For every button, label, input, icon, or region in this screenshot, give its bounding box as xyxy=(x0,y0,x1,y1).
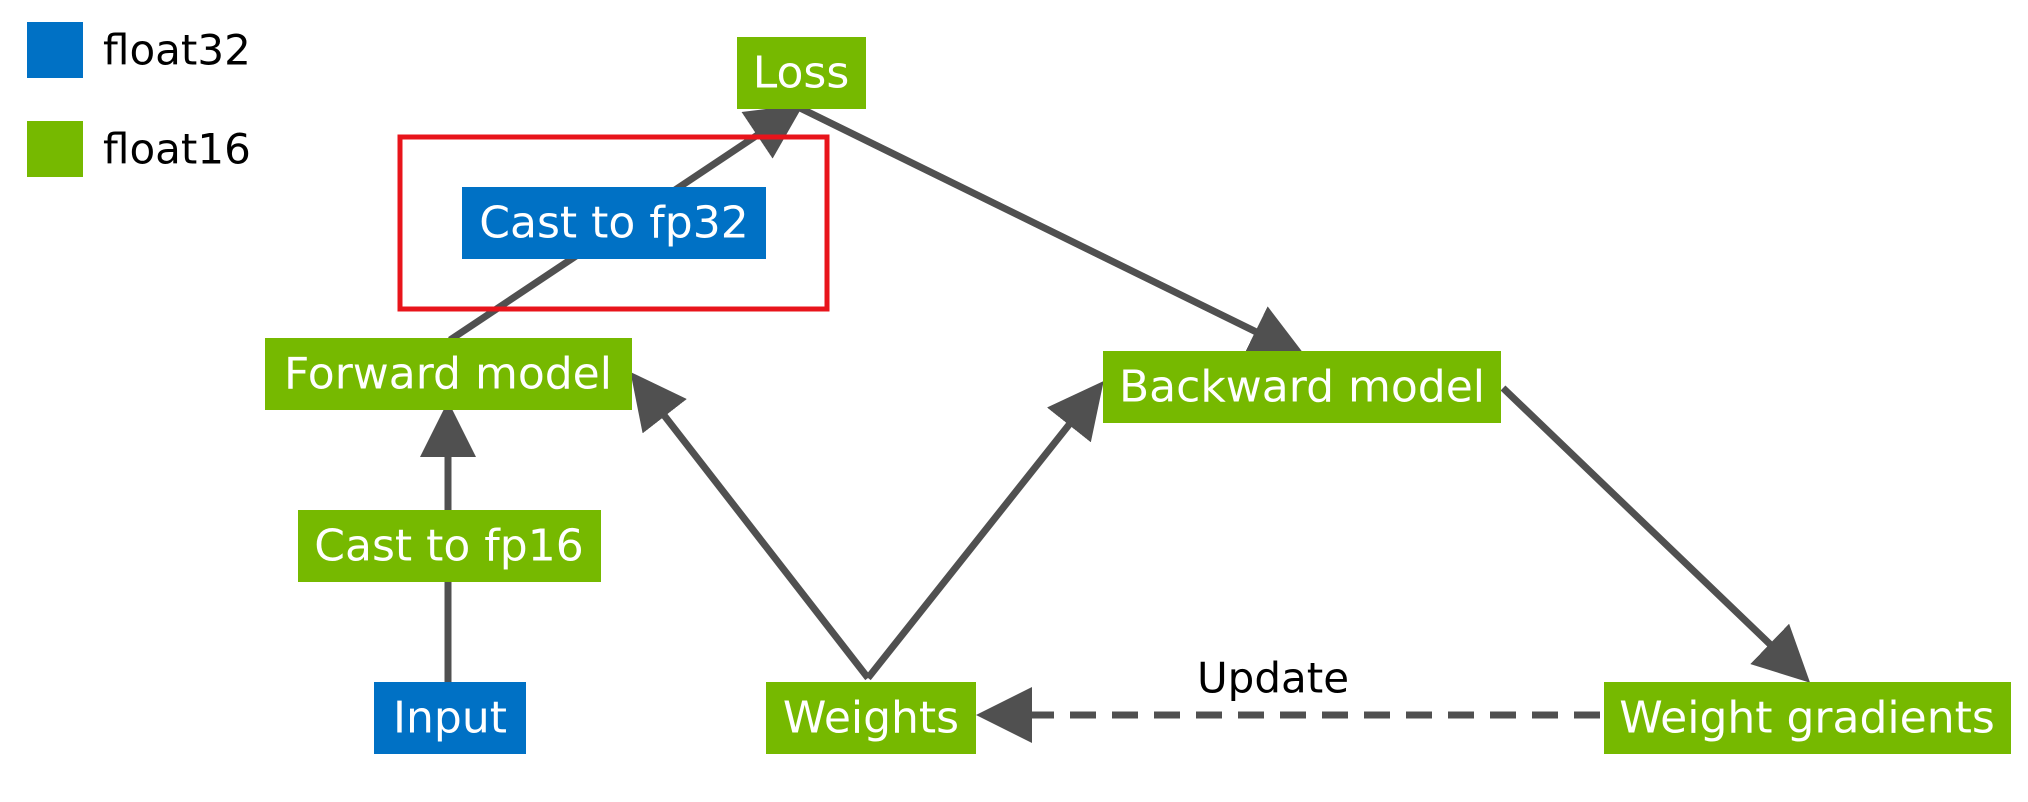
edges: Update xyxy=(420,104,1811,743)
node-input: Input xyxy=(374,682,526,754)
node-backward-model-label: Backward model xyxy=(1119,362,1485,413)
legend-label-float32: float32 xyxy=(103,26,251,75)
legend-label-float16: float16 xyxy=(103,125,251,174)
node-backward-model: Backward model xyxy=(1103,351,1501,423)
node-input-label: Input xyxy=(393,693,507,744)
node-weights: Weights xyxy=(766,682,976,754)
node-weight-gradients-label: Weight gradients xyxy=(1619,693,1995,744)
edge-weights-to-forward xyxy=(630,371,871,681)
edge-loss-to-backward xyxy=(798,104,1306,357)
legend-swatch-float16 xyxy=(27,121,83,177)
node-loss-label: Loss xyxy=(753,48,850,99)
edge-backward-to-gradients xyxy=(1500,385,1811,683)
node-cast-fp16-label: Cast to fp16 xyxy=(314,521,583,572)
legend-swatch-float32 xyxy=(27,22,83,78)
node-forward-model: Forward model xyxy=(265,338,632,410)
node-weights-label: Weights xyxy=(783,693,959,744)
node-cast-fp32-label: Cast to fp32 xyxy=(479,198,748,249)
highlight-box xyxy=(397,134,830,312)
node-loss: Loss xyxy=(737,37,866,109)
node-weight-gradients: Weight gradients xyxy=(1604,682,2011,754)
node-forward-model-label: Forward model xyxy=(284,349,612,400)
node-cast-fp16: Cast to fp16 xyxy=(298,510,601,582)
update-label: Update xyxy=(1197,654,1349,703)
legend: float32 float16 xyxy=(27,22,251,177)
edge-weights-to-backward xyxy=(865,381,1104,681)
node-cast-fp32: Cast to fp32 xyxy=(462,187,766,259)
